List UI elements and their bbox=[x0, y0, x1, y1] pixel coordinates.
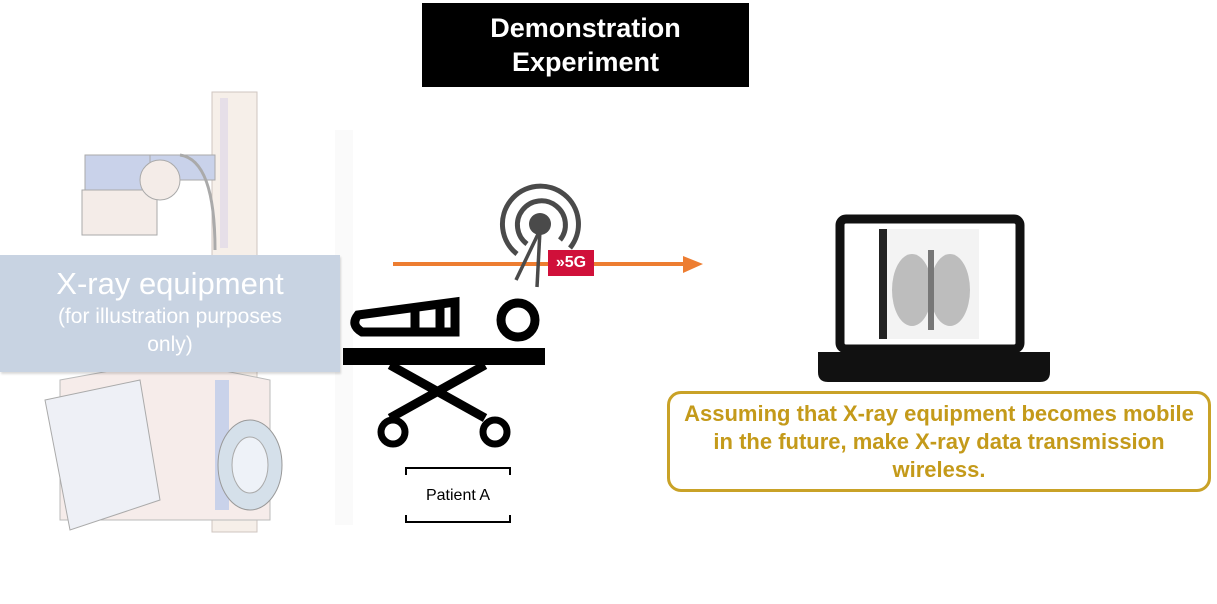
title-line-2: Experiment bbox=[511, 47, 660, 77]
xray-label-note-2: only) bbox=[147, 333, 193, 356]
xray-label-main: X-ray equipment bbox=[56, 266, 284, 301]
title-line-1: Demonstration bbox=[490, 13, 681, 43]
stretcher-icon bbox=[343, 296, 545, 448]
callout-text: Assuming that X-ray equipment becomes mo… bbox=[684, 400, 1194, 482]
callout-box: Assuming that X-ray equipment becomes mo… bbox=[667, 391, 1211, 492]
title-box: Demonstration Experiment bbox=[422, 3, 749, 87]
5g-badge: »5G bbox=[548, 250, 594, 276]
xray-label-note-1: (for illustration purposes bbox=[57, 305, 283, 328]
laptop-icon bbox=[818, 214, 1050, 382]
chest-xray-image bbox=[879, 229, 979, 339]
patient-label: Patient A bbox=[425, 486, 491, 504]
antenna-tower-icon bbox=[499, 183, 581, 288]
xray-equipment-label: X-ray equipment (for illustration purpos… bbox=[0, 255, 340, 372]
patient-bracket bbox=[405, 467, 511, 523]
